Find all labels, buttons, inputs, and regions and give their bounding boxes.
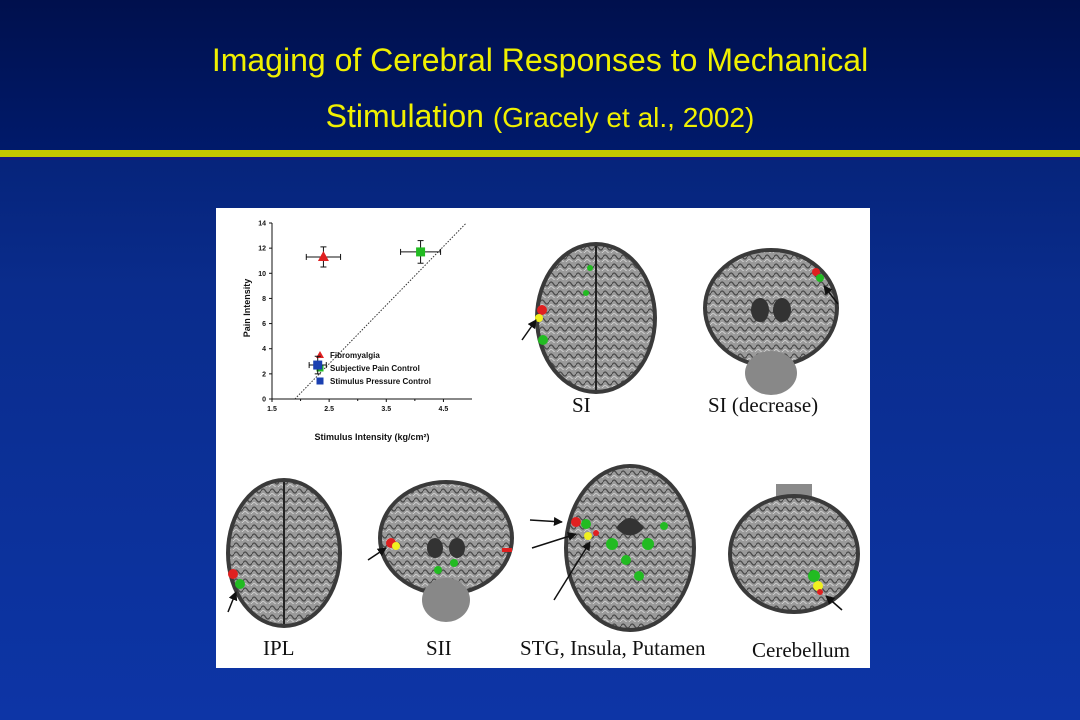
- x-axis-label: Stimulus Intensity (kg/cm²): [314, 432, 429, 442]
- caption-cerebellum: Cerebellum: [752, 638, 850, 662]
- figure-svg: 0 2 4 6 8 10 12 14 1.5 2.5 3.5 4.5 FibromyalgiaSubje…: [226, 221, 860, 632]
- y-tick-label: 6: [262, 321, 266, 328]
- x-tick-label: 2.5: [324, 406, 334, 413]
- legend-label: Fibromyalgia: [330, 351, 380, 360]
- brain-cerebellum-axial: [728, 484, 860, 614]
- slide-title-line2: Stimulation (Gracely et al., 2002): [0, 96, 1080, 138]
- title-rule-yellow: [0, 150, 1080, 157]
- brain-stg-axial: [529, 464, 696, 632]
- caption-si-decrease: SI (decrease): [708, 393, 819, 417]
- slide-title-citation: (Gracely et al., 2002): [492, 102, 755, 133]
- y-tick-label: 12: [258, 246, 266, 253]
- x-tick-label: 3.5: [381, 406, 391, 413]
- title-rule-dark: [0, 157, 1080, 160]
- brain-si-axial: [521, 242, 657, 394]
- caption-sii: SII: [426, 636, 452, 660]
- y-tick-label: 0: [262, 397, 266, 404]
- brain-ipl-axial: [226, 478, 342, 628]
- data-point-2: [313, 360, 323, 370]
- slide-title-line1: Imaging of Cerebral Responses to Mechani…: [211, 42, 869, 78]
- title-band: [0, 0, 1080, 150]
- brain-si-coronal: [703, 248, 839, 395]
- x-tick-label: 4.5: [439, 406, 449, 413]
- slide-title-main: Stimulation: [325, 98, 484, 134]
- y-tick-label: 2: [262, 371, 266, 378]
- y-tick-label: 4: [262, 346, 266, 353]
- x-tick-label: 1.5: [267, 406, 277, 413]
- chart-plot-layer: 0 2 4 6 8 10 12 14 1.5 2.5 3.5 4.5 FibromyalgiaSubje…: [258, 221, 472, 413]
- brain-sii-coronal: [367, 480, 514, 622]
- legend-swatch: [316, 377, 324, 385]
- legend-label: Stimulus Pressure Control: [330, 377, 431, 386]
- y-tick-label: 10: [258, 271, 266, 278]
- caption-si: SI: [572, 393, 591, 417]
- y-tick-label: 8: [262, 296, 266, 303]
- legend-swatch: [316, 351, 324, 358]
- caption-stg: STG, Insula, Putamen: [520, 636, 706, 660]
- data-point-0: [317, 250, 329, 261]
- y-axis-label: Pain Intensity: [242, 279, 252, 338]
- caption-ipl: IPL: [263, 636, 295, 660]
- data-point-1: [416, 247, 426, 257]
- scatter-chart: 0 2 4 6 8 10 12 14 1.5 2.5 3.5 4.5 FibromyalgiaSubje…: [242, 221, 472, 442]
- legend-label: Subjective Pain Control: [330, 364, 420, 373]
- y-tick-label: 14: [258, 221, 266, 228]
